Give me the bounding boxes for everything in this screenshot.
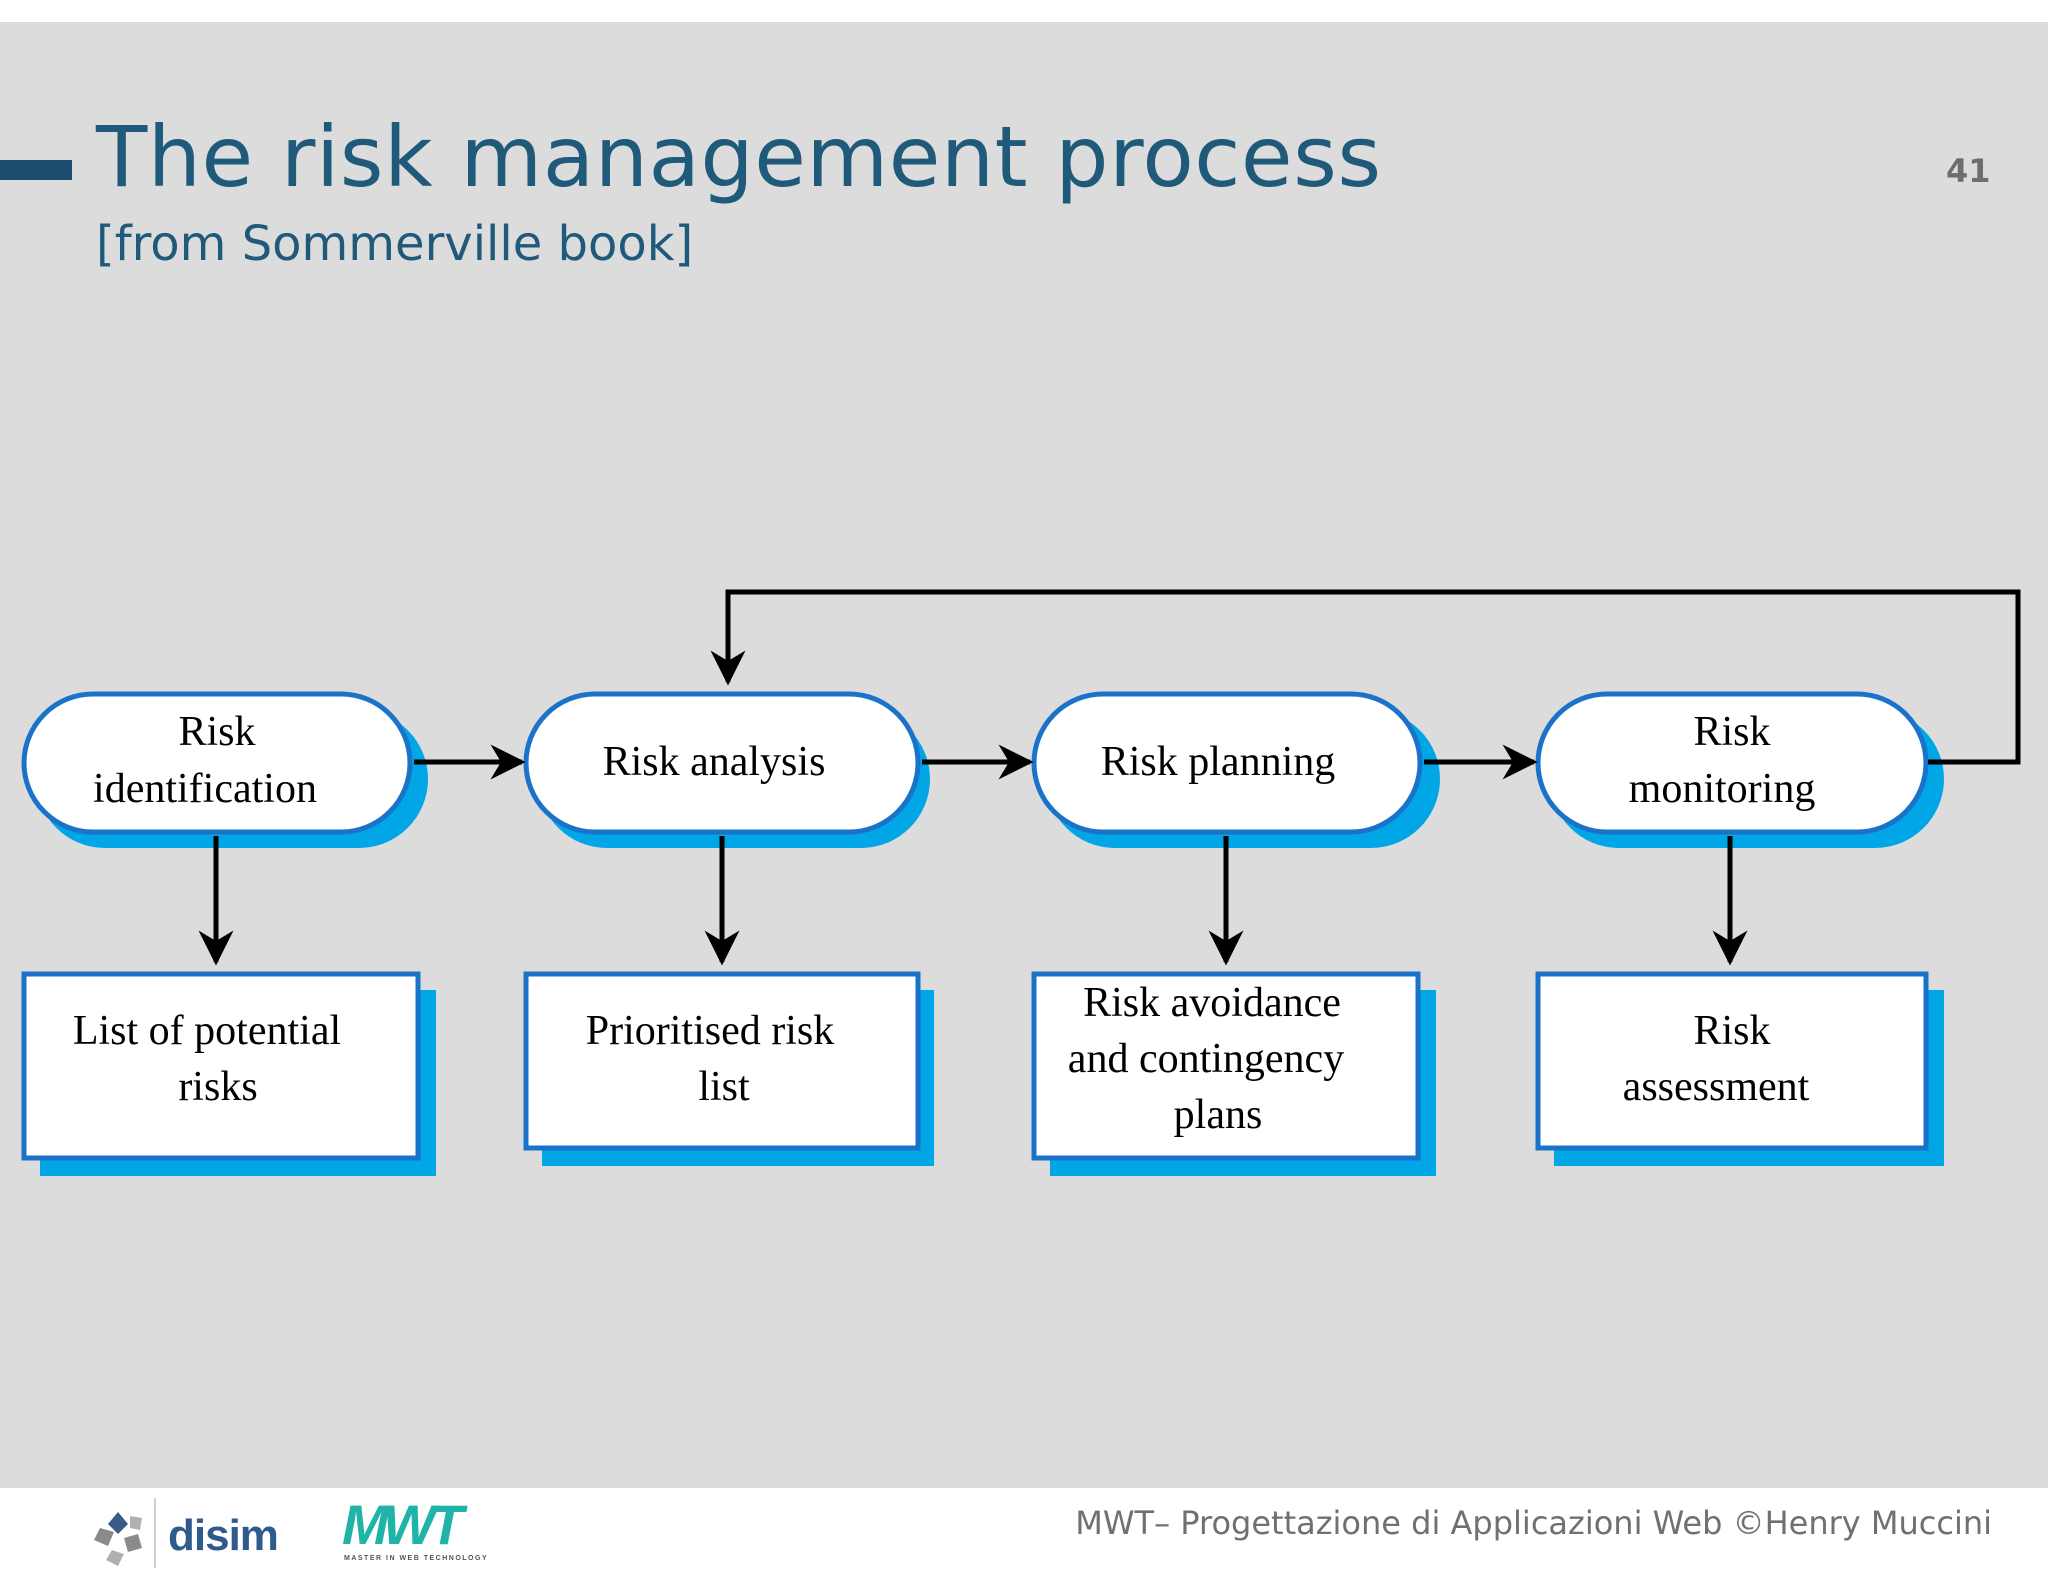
- mwt-logo-text: MWT: [342, 1493, 469, 1556]
- output-prioritised-risk-list: Prioritised risk list: [523, 971, 934, 1166]
- disim-logo: disim: [94, 1498, 279, 1568]
- stage-pill: [523, 691, 921, 835]
- footer-credit: MWT– Progettazione di Applicazioni Web ©…: [1075, 1504, 1992, 1542]
- output-risk-avoidance-plans: Risk avoidance and contingency plans: [1031, 971, 1436, 1176]
- output-label-line2: assessment: [1623, 1064, 1810, 1110]
- output-list-of-potential-risks: List of potential risks: [21, 971, 436, 1176]
- output-box: [1535, 971, 1929, 1151]
- stage-label-line2: monitoring: [1629, 766, 1816, 812]
- arrow-feedback-loop: [710, 589, 2021, 765]
- footer: disim MWT MASTER IN WEB TECHNOLOGY MWT– …: [0, 1488, 2048, 1582]
- output-risk-assessment: Risk assessment: [1535, 971, 1944, 1166]
- title-accent-bar: [0, 160, 72, 180]
- output-label-line2: and contingency: [1068, 1036, 1344, 1082]
- stage-label-line1: Risk: [178, 709, 255, 755]
- stage-label-line1: Risk: [1693, 709, 1770, 755]
- stage-pill: [21, 691, 413, 835]
- output-label-line2: list: [698, 1064, 750, 1110]
- slide-subtitle: [from Sommerville book]: [96, 216, 694, 272]
- stage-pill: [1535, 691, 1929, 835]
- output-box: [21, 971, 421, 1161]
- output-box: [1031, 971, 1421, 1161]
- output-label-line1: Prioritised risk: [586, 1008, 835, 1054]
- mwt-logo: MWT MASTER IN WEB TECHNOLOGY: [342, 1493, 488, 1562]
- output-label-line3: plans: [1174, 1092, 1263, 1138]
- slide-title: The risk management process: [96, 108, 1382, 206]
- stage-risk-identification: Risk identification: [21, 691, 428, 848]
- stage-label-line1: Risk analysis: [603, 739, 826, 785]
- output-box: [523, 971, 921, 1151]
- output-label-line2: risks: [178, 1064, 257, 1110]
- stage-risk-monitoring: Risk monitoring: [1535, 691, 1944, 848]
- output-label-line1: List of potential: [73, 1008, 341, 1054]
- output-label-line1: Risk: [1693, 1008, 1770, 1054]
- stage-risk-analysis: Risk analysis: [523, 691, 930, 848]
- mwt-logo-tagline: MASTER IN WEB TECHNOLOGY: [344, 1555, 488, 1562]
- risk-process-diagram: Risk identification Risk analysis Risk p…: [21, 589, 2021, 1176]
- stage-risk-planning: Risk planning: [1031, 691, 1440, 848]
- stage-label-line2: identification: [93, 766, 317, 812]
- stage-pill: [1031, 691, 1423, 835]
- disim-mark-icon: [94, 1512, 142, 1566]
- stage-label-line1: Risk planning: [1101, 739, 1336, 785]
- output-label-line1: Risk avoidance: [1083, 980, 1341, 1026]
- page-number: 41: [1946, 152, 1991, 190]
- disim-logo-text: disim: [168, 1511, 278, 1560]
